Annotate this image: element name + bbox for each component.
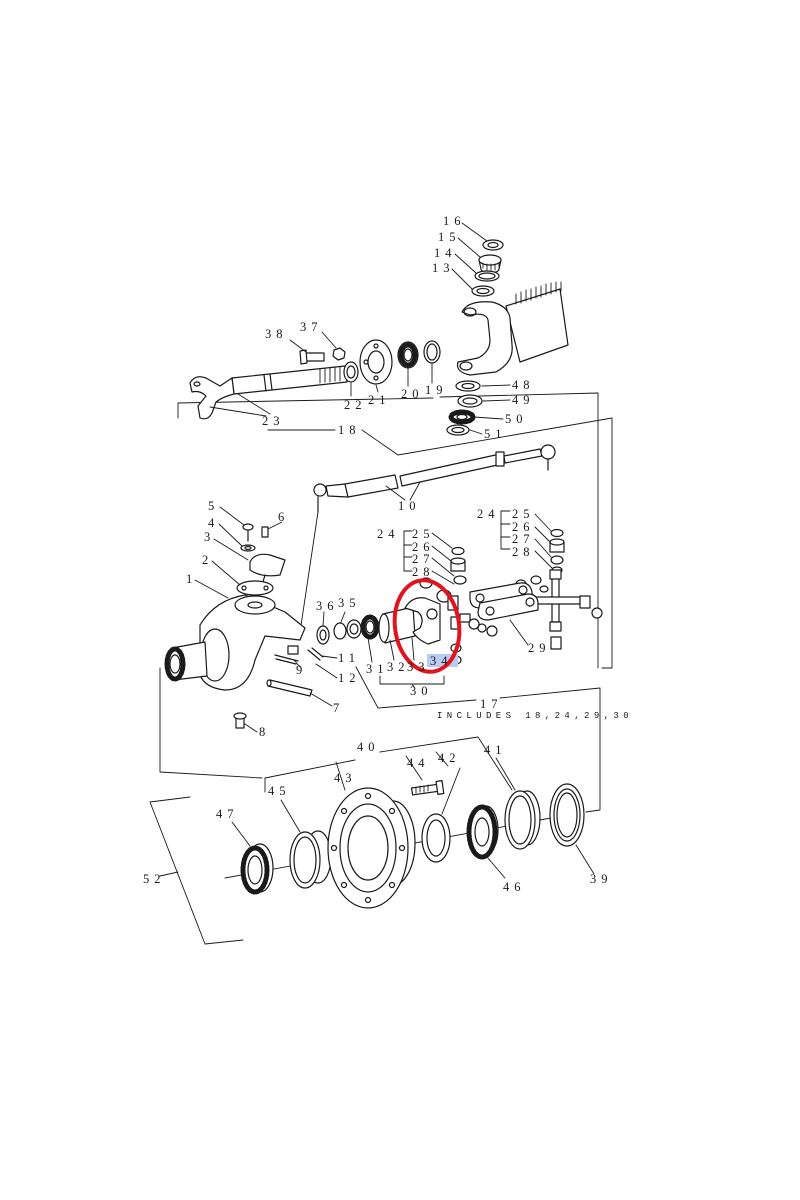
callout-44: 44 [407, 756, 430, 770]
callout-25-left: 25 [412, 527, 435, 541]
axle-housing-yoke [456, 281, 569, 376]
callout-30: 30 [410, 684, 433, 698]
callout-43: 43 [334, 771, 357, 785]
callout-20: 20 [401, 387, 424, 401]
callout-2: 2 [202, 553, 213, 567]
callout-26-left: 26 [412, 540, 435, 554]
callout-3: 3 [204, 530, 215, 544]
callout-33: 33 [407, 660, 430, 674]
callout-17: 17 [480, 697, 503, 711]
callout-50: 50 [505, 412, 528, 426]
callout-28-right: 28 [512, 545, 535, 559]
callout-13: 13 [432, 261, 455, 275]
pins-and-bolts [233, 645, 338, 733]
steering-knuckle [164, 579, 306, 691]
callout-26-right: 26 [512, 520, 535, 534]
kingpin-cap-parts [211, 506, 286, 596]
callout-45: 45 [268, 784, 291, 798]
callout-32: 32 [387, 660, 410, 674]
callout-12: 12 [338, 671, 361, 685]
callout-52: 52 [143, 872, 166, 886]
lower-kingpin-bearing-stack [446, 380, 511, 436]
callout-11: 11 [338, 651, 360, 665]
callout-6: 6 [278, 510, 289, 524]
callout-39: 39 [590, 872, 613, 886]
callout-24-right: 24 [477, 507, 500, 521]
callout-46: 46 [503, 880, 526, 894]
shaft-bolt-and-nut [289, 331, 346, 365]
callout-14: 14 [434, 246, 457, 260]
callout-1: 1 [186, 572, 197, 586]
callout-38: 38 [265, 327, 288, 341]
callout-40: 40 [357, 740, 380, 754]
callout-labels: 16 15 14 13 38 37 22 21 20 19 23 18 48 4… [143, 214, 633, 894]
red-annotation-circle [392, 578, 462, 674]
shaft-flange-bearing-set [343, 339, 441, 397]
callout-29: 29 [528, 641, 551, 655]
callout-41: 41 [484, 743, 507, 757]
callout-10: 10 [398, 499, 421, 513]
callout-27-right: 27 [512, 532, 535, 546]
callout-36: 36 [316, 599, 339, 613]
callout-9: 9 [296, 663, 307, 677]
callout-48: 48 [512, 378, 535, 392]
callout-27-left: 27 [412, 552, 435, 566]
u-joint-cap-stack-left [403, 530, 467, 585]
upper-kingpin-bearing-stack [451, 222, 504, 297]
callout-28-left: 28 [412, 565, 435, 579]
callout-34: 34 [430, 654, 453, 668]
callout-19: 19 [425, 383, 448, 397]
callout-7: 7 [333, 701, 344, 715]
callout-16: 16 [443, 214, 466, 228]
callout-49: 49 [512, 393, 535, 407]
callout-22: 22 [344, 398, 367, 412]
callout-47: 47 [216, 807, 239, 821]
callout-8: 8 [259, 725, 270, 739]
callout-21: 21 [368, 393, 391, 407]
inner-shaft-parts [316, 606, 445, 688]
callout-25-right: 25 [512, 507, 535, 521]
callout-4: 4 [208, 516, 219, 530]
callout-18: 18 [338, 423, 361, 437]
includes-note: INCLUDES 18,24,29,30 [437, 711, 633, 721]
callout-24-left: 24 [377, 527, 400, 541]
hub-assembly [231, 751, 595, 909]
callout-37: 37 [300, 320, 323, 334]
callout-35: 35 [338, 596, 361, 610]
callout-31: 31 [366, 662, 389, 676]
callout-42: 42 [438, 751, 461, 765]
axle-shaft [189, 365, 348, 420]
double-yoke-link [469, 582, 539, 646]
callout-5: 5 [208, 499, 219, 513]
callout-15: 15 [438, 230, 461, 244]
assembly-frame-lines [149, 392, 613, 945]
tie-rod-assembly [299, 444, 556, 633]
callout-23: 23 [262, 414, 285, 428]
callout-51: 51 [484, 427, 507, 441]
